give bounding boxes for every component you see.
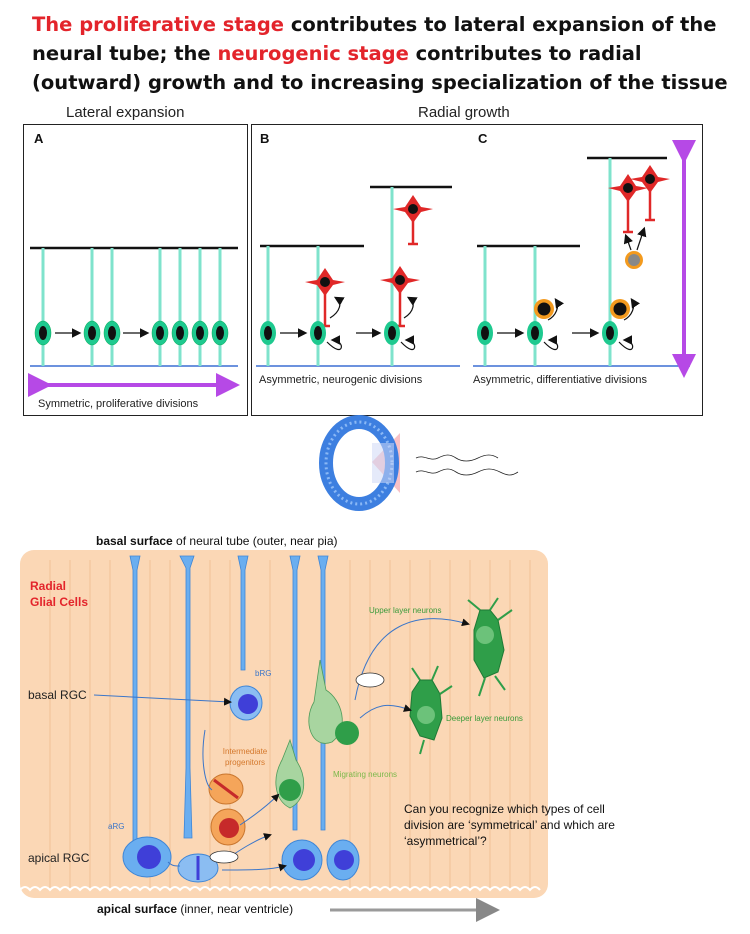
title-part1: contributes to lateral expansion of the …	[32, 13, 717, 65]
neuron-b3	[393, 195, 433, 246]
title-proliferative: The proliferative stage	[32, 13, 285, 36]
slide-title: The proliferative stage contributes to l…	[32, 10, 732, 97]
panel-a-label: A	[34, 131, 44, 146]
basal-rgc-label: basal RGC	[28, 688, 87, 702]
title-neurogenic: neurogenic stage	[217, 42, 409, 65]
panel-c-drawing	[473, 140, 696, 378]
header-lateral-expansion: Lateral expansion	[66, 104, 185, 121]
intermediate-progenitors-label: Intermediate progenitors	[222, 747, 268, 767]
apical-surface-label: apical surface (inner, near ventricle)	[97, 902, 294, 916]
neuron-c2	[630, 165, 670, 222]
panel-c-caption: Asymmetric, differentiative divisions	[473, 374, 648, 386]
deeper-layer-neuron	[409, 665, 453, 755]
neuron-c1	[608, 174, 648, 234]
neuron-b1	[305, 268, 345, 328]
panel-a-drawing	[28, 246, 240, 397]
brg-label: bRG	[255, 669, 272, 678]
apical-rgc-label: apical RGC	[28, 851, 90, 865]
panel-a	[23, 124, 248, 416]
panel-a-caption: Symmetric, proliferative divisions	[38, 398, 199, 410]
panel-b-caption: Asymmetric, neurogenic divisions	[259, 374, 423, 386]
title-part2: contributes to radial (outward) growth a…	[32, 42, 728, 94]
panel-b-drawing	[256, 185, 460, 367]
panel-bc	[251, 124, 703, 416]
basal-surface-label: basal surface of neural tube (outer, nea…	[96, 534, 338, 548]
radial-glial-label: Radial Glial Cells	[30, 579, 89, 609]
brg-cell	[229, 685, 263, 721]
header-radial-growth: Radial growth	[418, 104, 510, 121]
arg-label: aRG	[108, 822, 125, 831]
panel-b-label: B	[260, 131, 270, 146]
upper-layer-neuron	[467, 597, 513, 697]
arg-cells	[122, 836, 360, 883]
deeper-layer-label: Deeper layer neurons	[446, 714, 523, 723]
upper-layer-label: Upper layer neurons	[369, 606, 442, 615]
intermediate-progenitors	[208, 773, 246, 846]
panel-c-label: C	[478, 131, 488, 146]
question-text: Can you recognize which types of cell di…	[404, 802, 615, 848]
neuron-b2	[380, 266, 420, 328]
neural-tube-ring	[319, 415, 519, 511]
migrating-neurons-label: Migrating neurons	[333, 770, 398, 779]
